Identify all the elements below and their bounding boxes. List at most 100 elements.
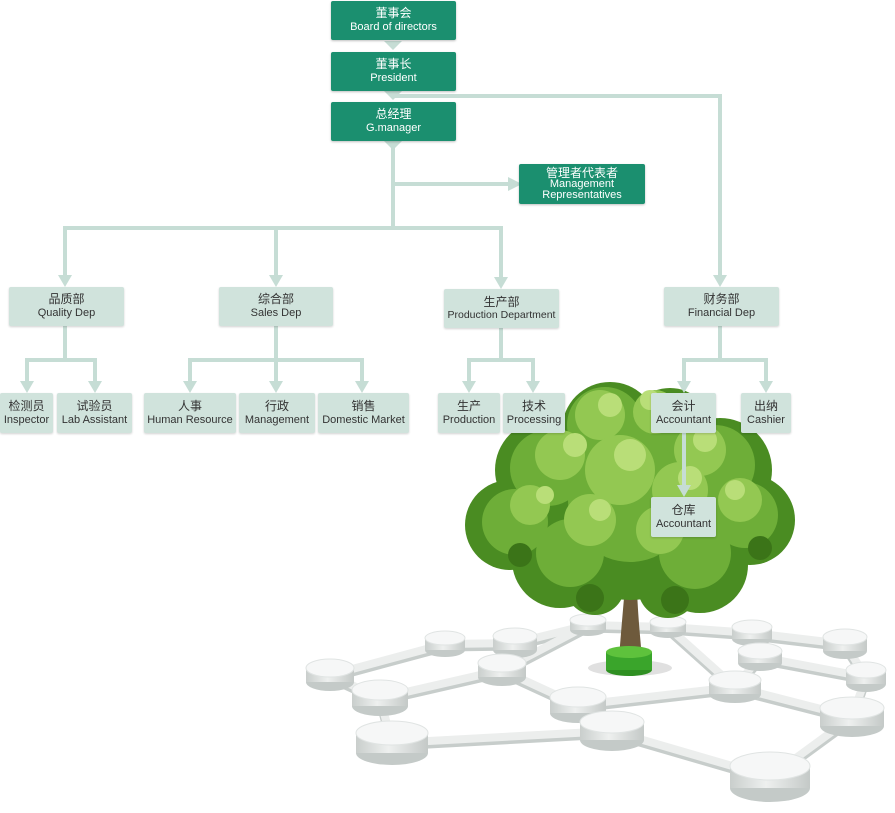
tree-foliage [693, 428, 717, 452]
node-label-cn: 董事长 [375, 57, 412, 72]
network-node-top [305, 658, 355, 678]
network-node-top [579, 710, 645, 734]
node-production: 生产 Production [438, 393, 500, 433]
node-label-cn: 品质部 [48, 292, 85, 307]
node-lab-assistant: 试验员 Lab Assistant [57, 393, 132, 433]
node-label-en: Financial Dep [687, 307, 756, 320]
network-node-top [355, 720, 429, 746]
node-label-en: Domestic Market [322, 413, 405, 426]
network-node-top [477, 653, 527, 673]
network-node-top [424, 630, 466, 646]
arrowhead [494, 277, 508, 289]
tree-foliage [508, 543, 532, 567]
node-label-en: Sales Dep [250, 307, 302, 320]
node-label-cn: 综合部 [257, 292, 294, 307]
node-management: 行政 Management [239, 393, 315, 433]
node-processing: 技术 Processing [503, 393, 565, 433]
tree-foliage [725, 480, 745, 500]
network-node [355, 720, 429, 765]
arrowhead [677, 485, 691, 497]
node-human-resource: 人事 Human Resource [144, 393, 236, 433]
node-label-cn: 人事 [177, 398, 202, 413]
tree-foliage [589, 499, 611, 521]
node-label-cn: 行政 [264, 398, 289, 413]
node-label-cn: 总经理 [375, 107, 412, 122]
network-node-top [731, 619, 773, 635]
node-inspector: 检测员 Inspector [0, 393, 53, 433]
network-node-top [549, 686, 607, 708]
tree-foliage [748, 536, 772, 560]
node-financial-dep: 财务部 Financial Dep [664, 287, 779, 326]
tree-foliage [576, 584, 604, 612]
tree-pot-top [606, 646, 652, 658]
network-node [819, 696, 885, 737]
node-label-cn: 技术 [521, 398, 546, 413]
node-general-manager: 总经理 G.manager [331, 102, 456, 141]
tree-foliage [563, 433, 587, 457]
node-label-en: Production Department [447, 309, 556, 322]
tree-pot [606, 646, 652, 676]
arrowhead [183, 381, 197, 393]
arrowhead [269, 381, 283, 393]
node-president: 董事长 President [331, 52, 456, 91]
node-label-en: Inspector [3, 413, 50, 426]
network-node [737, 642, 783, 671]
node-label-en: Management Representatives [542, 177, 622, 202]
network-node [305, 658, 355, 691]
arrowhead [384, 91, 402, 100]
node-label-cn: 检测员 [8, 398, 45, 413]
node-cashier: 出纳 Cashier [741, 393, 791, 433]
network-node [822, 628, 868, 659]
connector-line-group [25, 94, 768, 486]
network-node [708, 670, 762, 703]
arrowhead [462, 381, 476, 393]
arrowhead [526, 381, 540, 393]
node-label-en: Cashier [747, 413, 785, 426]
arrowhead [384, 41, 402, 50]
arrowhead [508, 177, 522, 191]
node-warehouse-accountant: 仓库 Accountant [651, 497, 716, 537]
arrowhead [58, 275, 72, 287]
node-label-cn: 生产 [456, 398, 481, 413]
node-production-department: 生产部 Production Department [444, 289, 559, 328]
node-label-cn: 生产部 [483, 294, 520, 309]
network-node [477, 653, 527, 686]
network-node-top [737, 642, 783, 660]
network-node-top [351, 679, 409, 701]
node-accountant: 会计 Accountant [651, 393, 716, 433]
node-label-cn: 财务部 [703, 292, 740, 307]
network-node-top [845, 661, 887, 679]
arrowhead [713, 275, 727, 287]
node-label-en: Board of directors [350, 21, 437, 34]
node-domestic-market: 销售 Domestic Market [318, 393, 409, 433]
arrowhead [88, 381, 102, 393]
node-quality-dep: 品质部 Quality Dep [9, 287, 124, 326]
network-node [649, 615, 687, 638]
network-node [731, 619, 773, 646]
tree-foliage [536, 486, 554, 504]
node-sales-dep: 综合部 Sales Dep [219, 287, 333, 326]
arrowhead [384, 141, 402, 150]
network-node-top [729, 751, 811, 781]
network-node-top [492, 627, 538, 645]
node-label-en: Accountant [655, 413, 712, 426]
arrowhead [677, 381, 691, 393]
node-label-en: Quality Dep [37, 307, 96, 320]
node-label-cn: 销售 [351, 398, 376, 413]
node-label-cn: 出纳 [753, 398, 778, 413]
network-node [351, 679, 409, 716]
node-label-en: Production [442, 413, 496, 426]
network-node-top [819, 696, 885, 720]
node-label-cn: 仓库 [671, 502, 696, 517]
arrowhead [269, 275, 283, 287]
node-label-cn: 试验员 [76, 398, 113, 413]
node-label-cn: 会计 [671, 398, 696, 413]
tree-foliage [598, 393, 622, 417]
network-platform [305, 613, 887, 802]
node-label-en: G.manager [365, 122, 422, 135]
arrowhead [759, 381, 773, 393]
tree-foliage [614, 439, 646, 471]
node-label-en: Lab Assistant [61, 413, 128, 426]
tree-foliage [661, 586, 689, 614]
